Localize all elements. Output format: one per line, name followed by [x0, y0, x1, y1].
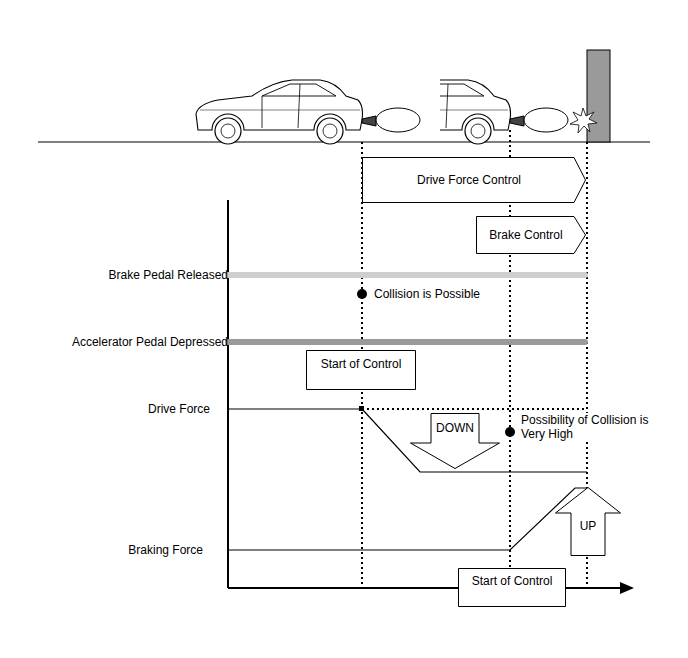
node-text: UP: [580, 519, 597, 533]
car-wheel: [465, 118, 491, 144]
drive-force-line: [228, 408, 362, 409]
exhaust-pipe: [362, 116, 376, 126]
axis-arrowhead: [620, 582, 634, 594]
event-dot: [357, 289, 367, 299]
y-axis: [227, 200, 229, 588]
car-window: [440, 84, 484, 96]
car-wheel: [215, 118, 241, 144]
car-door-line: [262, 96, 263, 128]
brake-pedal-band: [228, 272, 585, 278]
node-shape: [307, 351, 416, 390]
car-hub: [221, 124, 235, 138]
event-label: Collision is Possible: [374, 287, 480, 301]
signal-label: Braking Force: [128, 543, 203, 557]
event-dot: [505, 427, 515, 437]
direction-arrow: DOWN: [410, 413, 500, 469]
ground-line: [38, 141, 650, 142]
car-trim: [440, 110, 508, 111]
car-door-line: [298, 84, 300, 128]
node-shape: [556, 488, 621, 556]
direction-arrow: UP: [555, 487, 621, 556]
node-text: Brake Control: [489, 228, 562, 242]
node-text: Drive Force Control: [417, 173, 521, 187]
process-box: Start of Control: [458, 568, 566, 607]
signal-label: Drive Force: [148, 402, 210, 416]
impact-mark: [570, 108, 597, 133]
car: [440, 80, 568, 144]
braking-force-line: [228, 488, 587, 550]
node-shape: [459, 569, 566, 607]
control-band: Brake Control: [476, 216, 586, 254]
drive-force-baseline: [362, 408, 587, 410]
signal-label: Accelerator Pedal Depressed: [72, 335, 228, 349]
car-door-line: [446, 84, 448, 128]
exhaust-pipe: [510, 116, 524, 126]
car-window: [262, 84, 336, 96]
car-hub: [471, 124, 485, 138]
wall: [587, 50, 610, 142]
node-shape: [477, 217, 586, 254]
control-band: Drive Force Control: [362, 157, 586, 203]
node-shape: [411, 414, 500, 469]
exhaust-cloud: [376, 108, 420, 132]
signal-label: Brake Pedal Released: [109, 268, 228, 282]
accelerator-pedal-band: [228, 339, 585, 345]
node-text: Start of Control: [472, 574, 553, 588]
node-shape: [363, 158, 586, 203]
process-box: Start of Control: [306, 350, 416, 390]
car-trim: [200, 110, 360, 111]
start-marker: [359, 406, 364, 411]
car-wheel: [317, 118, 343, 144]
car-hub: [323, 124, 337, 138]
car: [196, 80, 420, 144]
exhaust-cloud: [524, 108, 568, 132]
node-text: DOWN: [436, 421, 474, 435]
node-text: Start of Control: [321, 357, 402, 371]
event-label: Possibility of Collision is Very High: [519, 413, 663, 441]
